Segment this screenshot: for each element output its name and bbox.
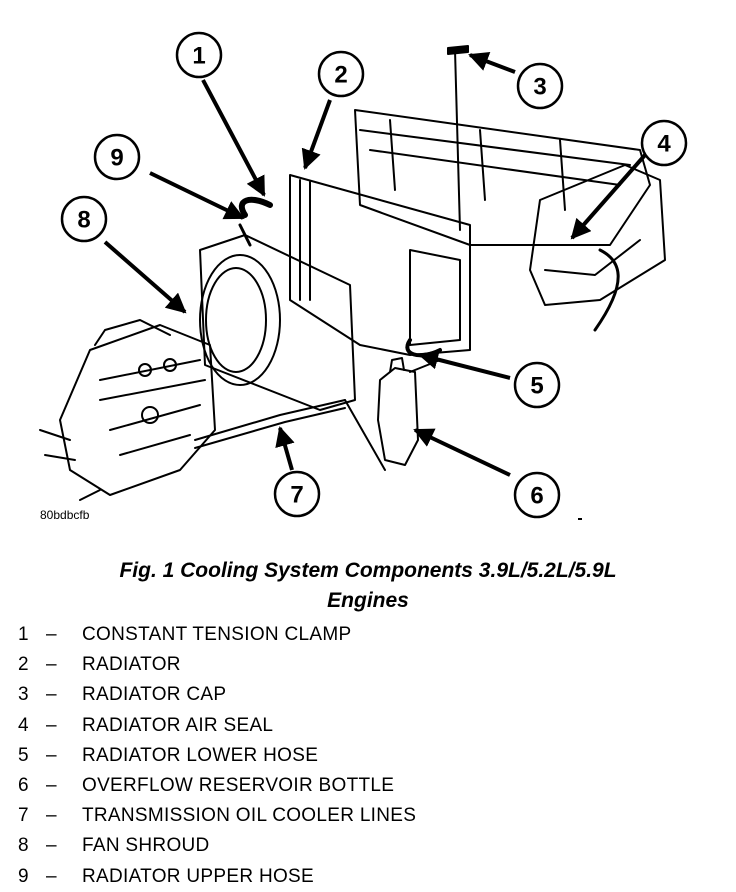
legend-dash: –	[46, 835, 57, 857]
svg-text:3: 3	[533, 74, 546, 101]
air-seal	[529, 164, 666, 306]
legend-label: RADIATOR CAP	[82, 684, 227, 706]
figure-caption: Fig. 1 Cooling System Components 3.9L/5.…	[119, 559, 617, 582]
leader-5	[418, 349, 511, 380]
legend-item: 8– FAN SHROUD	[18, 831, 416, 861]
legend-dash: –	[46, 744, 57, 766]
legend-dash: –	[46, 684, 57, 706]
upper-hose	[238, 196, 273, 218]
legend-number: 2	[18, 654, 29, 676]
leader-1	[201, 79, 266, 197]
legend-label: CONSTANT TENSION CLAMP	[82, 624, 352, 646]
legend-dash: –	[46, 624, 57, 646]
callout-1: 1	[175, 31, 223, 79]
overflow-bottle	[377, 367, 419, 466]
legend-number: 1	[18, 624, 29, 646]
leader-6	[413, 428, 511, 477]
leader-2	[301, 99, 332, 170]
cooler-lines	[194, 399, 346, 441]
engine-block	[59, 324, 216, 496]
callout-3: 3	[516, 62, 564, 110]
legend-label: OVERFLOW RESERVOIR BOTTLE	[82, 775, 395, 797]
legend-dash: –	[46, 775, 57, 797]
legend-item: 6– OVERFLOW RESERVOIR BOTTLE	[18, 771, 416, 801]
svg-text:6: 6	[530, 483, 543, 510]
radiator-core	[289, 174, 471, 356]
legend-label: RADIATOR UPPER HOSE	[82, 865, 314, 887]
svg-text:7: 7	[290, 482, 303, 509]
callout-4: 4	[640, 119, 688, 167]
figure-caption-line2: Engines	[327, 589, 409, 612]
legend-number: 9	[18, 865, 29, 887]
radiator-support	[354, 109, 651, 246]
callout-6: 6	[513, 471, 561, 519]
legend-item: 5– RADIATOR LOWER HOSE	[18, 741, 416, 771]
legend-dash: –	[46, 714, 57, 736]
legend-label: TRANSMISSION OIL COOLER LINES	[82, 805, 417, 827]
legend-number: 6	[18, 775, 29, 797]
callout-8: 8	[60, 195, 108, 243]
leader-9	[149, 171, 245, 220]
legend-label: RADIATOR AIR SEAL	[82, 714, 274, 736]
legend-number: 5	[18, 744, 29, 766]
svg-text:8: 8	[77, 207, 90, 234]
leader-3	[468, 52, 516, 74]
svg-text:1: 1	[192, 43, 205, 70]
svg-text:4: 4	[657, 131, 671, 158]
legend-label: RADIATOR LOWER HOSE	[82, 744, 319, 766]
legend-number: 8	[18, 835, 29, 857]
legend-item: 3– RADIATOR CAP	[18, 680, 416, 710]
leader-8	[103, 240, 187, 314]
svg-text:2: 2	[334, 62, 347, 89]
callout-9: 9	[93, 133, 141, 181]
image-code: 80bdbcfb	[40, 508, 90, 522]
diagram-artwork: 1 2 3 4 5 6 7	[39, 31, 688, 520]
legend-item: 2– RADIATOR	[18, 650, 416, 680]
legend-dash: –	[46, 654, 57, 676]
legend-list: 1–CONSTANT TENSION CLAMP 2–RADIATOR 3–RA…	[18, 620, 416, 892]
legend-label: RADIATOR	[82, 654, 181, 676]
legend-dash: –	[46, 865, 57, 887]
leader-7	[275, 426, 295, 471]
legend-number: 7	[18, 805, 29, 827]
callout-5: 5	[513, 361, 561, 409]
legend-number: 3	[18, 684, 29, 706]
leader-4	[570, 153, 647, 240]
legend-number: 4	[18, 714, 29, 736]
legend-item: 4– RADIATOR AIR SEAL	[18, 711, 416, 741]
callout-2: 2	[317, 50, 365, 98]
cooling-system-diagram: 1 2 3 4 5 6 7	[39, 31, 688, 522]
svg-text:9: 9	[110, 145, 123, 172]
legend-item: 7– TRANSMISSION OIL COOLER LINES	[18, 801, 416, 831]
callout-7: 7	[273, 470, 321, 518]
legend-item: 1– CONSTANT TENSION CLAMP	[18, 620, 416, 650]
legend-item: 9– RADIATOR UPPER HOSE	[18, 862, 416, 892]
legend-dash: –	[46, 805, 57, 827]
svg-text:5: 5	[530, 373, 543, 400]
legend-label: FAN SHROUD	[82, 835, 210, 857]
fan-opening	[199, 254, 281, 386]
